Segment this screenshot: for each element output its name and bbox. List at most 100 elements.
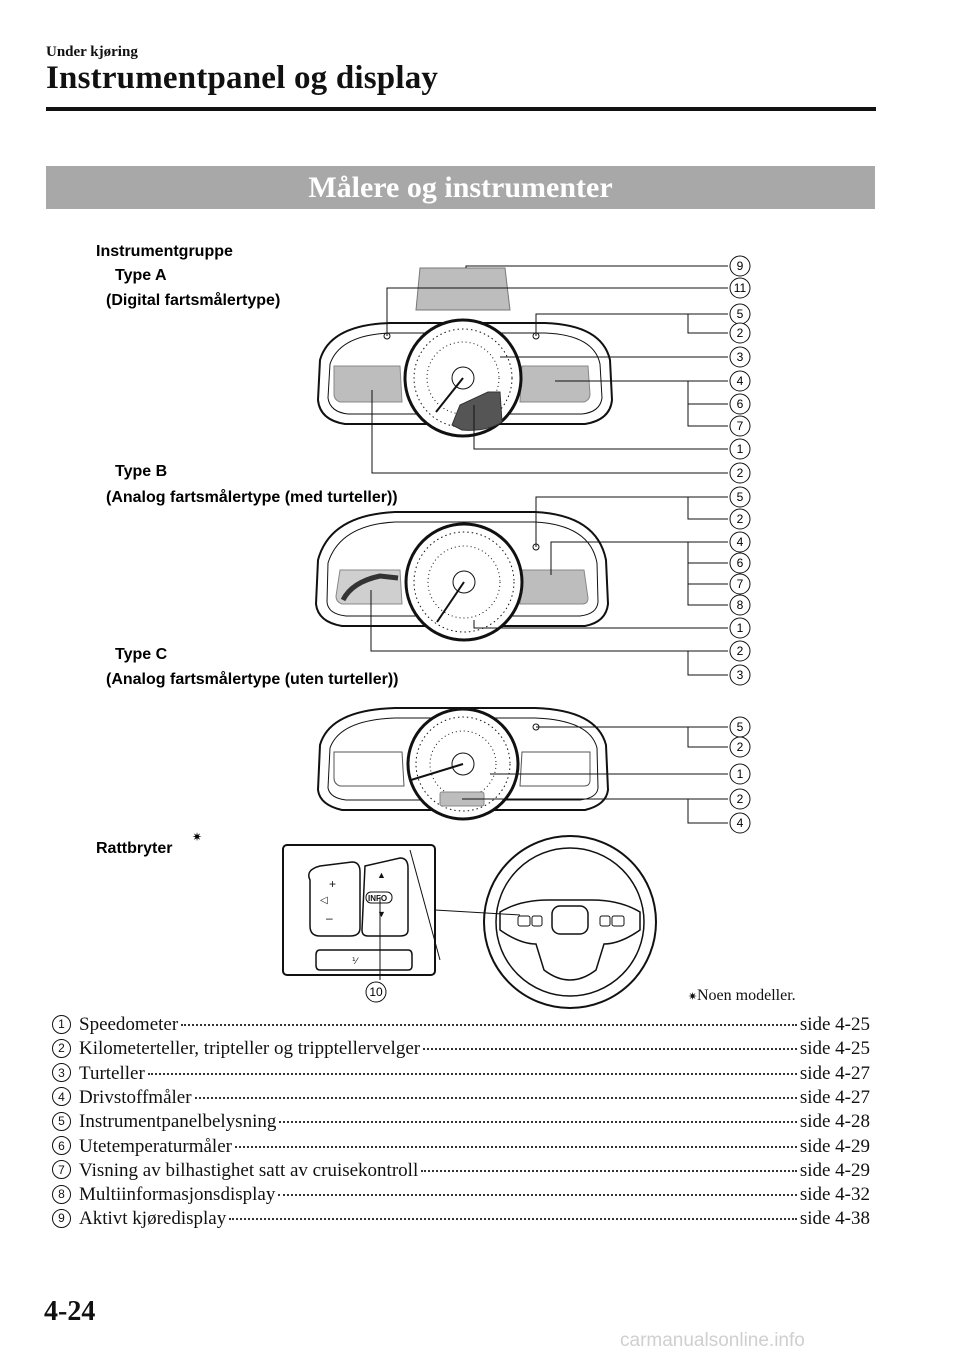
callout-a-8: 1 [737, 442, 744, 456]
callout-a-0: 9 [737, 259, 744, 273]
reference-item: 3 Turteller side 4-27 [52, 1063, 870, 1085]
reference-page: side 4-28 [799, 1111, 870, 1133]
figure-footnote: Noen modeller. [697, 987, 796, 1004]
callout-c-3-circle [729, 788, 751, 810]
callout-c-2: 1 [737, 767, 744, 781]
callout-c-3: 2 [737, 792, 744, 806]
svg-text:▼: ▼ [377, 909, 386, 919]
page-title: Instrumentpanel og display [46, 60, 439, 96]
callout-b-7-circle [729, 640, 751, 662]
steering-wheel [483, 835, 657, 1009]
label-type-c-desc: (Analog fartsmålertype (uten turteller)) [106, 670, 398, 688]
footnote-asterisk: ✷ [688, 991, 697, 1003]
leader-dots [278, 1194, 797, 1197]
callout-c-0: 5 [737, 720, 744, 734]
svg-text:+: + [329, 877, 336, 891]
leader-dots [229, 1218, 797, 1221]
info-button-label: INFO [368, 894, 387, 903]
reference-number: 8 [52, 1184, 71, 1204]
callout-a-3-circle [729, 322, 751, 344]
callout-a-4: 3 [737, 350, 744, 364]
cluster-type-b [314, 511, 610, 642]
callout-a-7: 7 [737, 419, 744, 433]
reference-number: 3 [52, 1063, 71, 1083]
callout-a-1: 11 [734, 281, 747, 295]
svg-text:◁: ◁ [320, 895, 328, 906]
callout-c-4-circle [729, 812, 751, 834]
callout-a-2: 5 [737, 307, 744, 321]
instrument-cluster-figure: Instrumentgruppe Type A (Digital fartsmå… [96, 243, 796, 1009]
callout-b-4: 7 [737, 577, 744, 591]
callout-a-6-circle [729, 393, 751, 415]
reference-text: Aktivt kjøredisplay [79, 1208, 227, 1230]
callout-b-6-circle [729, 617, 751, 639]
reference-number: 4 [52, 1087, 71, 1107]
callout-a-1-circle [729, 277, 751, 299]
reference-text: Instrumentpanelbelysning [79, 1111, 277, 1133]
label-type-a: Type A [115, 267, 167, 284]
callout-b-7: 2 [737, 644, 744, 658]
reference-text: Kilometerteller, tripteller og tripptell… [79, 1038, 421, 1060]
callout-c-2-circle [729, 763, 751, 785]
callout-b-8-circle [729, 664, 751, 686]
reference-item: 7 Visning av bilhastighet satt av cruisek… [52, 1160, 870, 1182]
svg-text:–: – [326, 911, 333, 925]
callout-a-5: 4 [737, 374, 744, 388]
callout-b-4-circle [729, 573, 751, 595]
callout-a-8-circle [729, 438, 751, 460]
callout-b-5-circle [729, 594, 751, 616]
leader-dots [181, 1024, 797, 1026]
callout-b-2: 4 [737, 535, 744, 549]
steering-switch-panel: + ◁ – ▲ INFO ▼ ⅟ [282, 844, 521, 980]
reference-text: Speedometer [79, 1014, 179, 1035]
reference-number: 5 [52, 1111, 71, 1131]
reference-text: Utetemperaturmåler [79, 1135, 232, 1157]
reference-text: Visning av bilhastighet satt av cruiseko… [79, 1159, 419, 1181]
reference-number: 6 [52, 1136, 71, 1155]
asterisk-mark: ✷ [192, 830, 202, 844]
leader-dots [421, 1169, 797, 1172]
leader-dots [279, 1121, 797, 1124]
reference-item: 5 Instrumentpanelbelysning side 4-28 [52, 1111, 870, 1133]
watermark: carmanualsonline.info [620, 1330, 805, 1351]
reference-number: 7 [52, 1160, 71, 1180]
reference-text: Turteller [79, 1062, 145, 1084]
callout-switch: 10 [369, 985, 383, 999]
title-rule [46, 107, 876, 111]
callout-lines-c [462, 726, 728, 824]
section-banner: Målere og instrumenter [46, 166, 875, 209]
callout-a-9: 2 [737, 466, 744, 480]
label-type-b-desc: (Analog fartsmålertype (med turteller)) [106, 488, 398, 506]
svg-text:▲: ▲ [377, 870, 386, 880]
leader-dots [234, 1145, 797, 1148]
svg-text:⅟: ⅟ [352, 956, 359, 966]
reference-number: 2 [52, 1038, 71, 1058]
label-type-b: Type B [115, 463, 167, 480]
callout-a-3: 2 [737, 326, 744, 340]
reference-page: side 4-25 [799, 1038, 870, 1060]
callout-b-0: 5 [737, 490, 744, 504]
reference-text: Multiinformasjonsdisplay [79, 1184, 276, 1206]
reference-page: side 4-27 [799, 1062, 870, 1084]
callout-a-0-circle [729, 255, 751, 277]
cluster-type-c [316, 707, 610, 821]
reference-item: 2 Kilometerteller, tripteller og tripptel… [52, 1038, 870, 1060]
section-header: Under kjøring [46, 44, 138, 60]
callout-c-4: 4 [737, 816, 744, 830]
callout-b-6: 1 [737, 621, 744, 635]
leader-dots [194, 1096, 797, 1099]
callout-a-5-circle [729, 370, 751, 392]
reference-page: side 4-27 [799, 1086, 870, 1108]
page-number: 4-24 [44, 1296, 96, 1327]
callout-a-7-circle [729, 415, 751, 437]
callout-b-1: 2 [737, 512, 744, 526]
label-instrumentgruppe: Instrumentgruppe [96, 243, 233, 260]
leader-dots [147, 1072, 797, 1075]
callout-c-1: 2 [737, 740, 744, 754]
reference-number: 9 [52, 1208, 71, 1228]
callout-b-5: 8 [737, 598, 744, 612]
